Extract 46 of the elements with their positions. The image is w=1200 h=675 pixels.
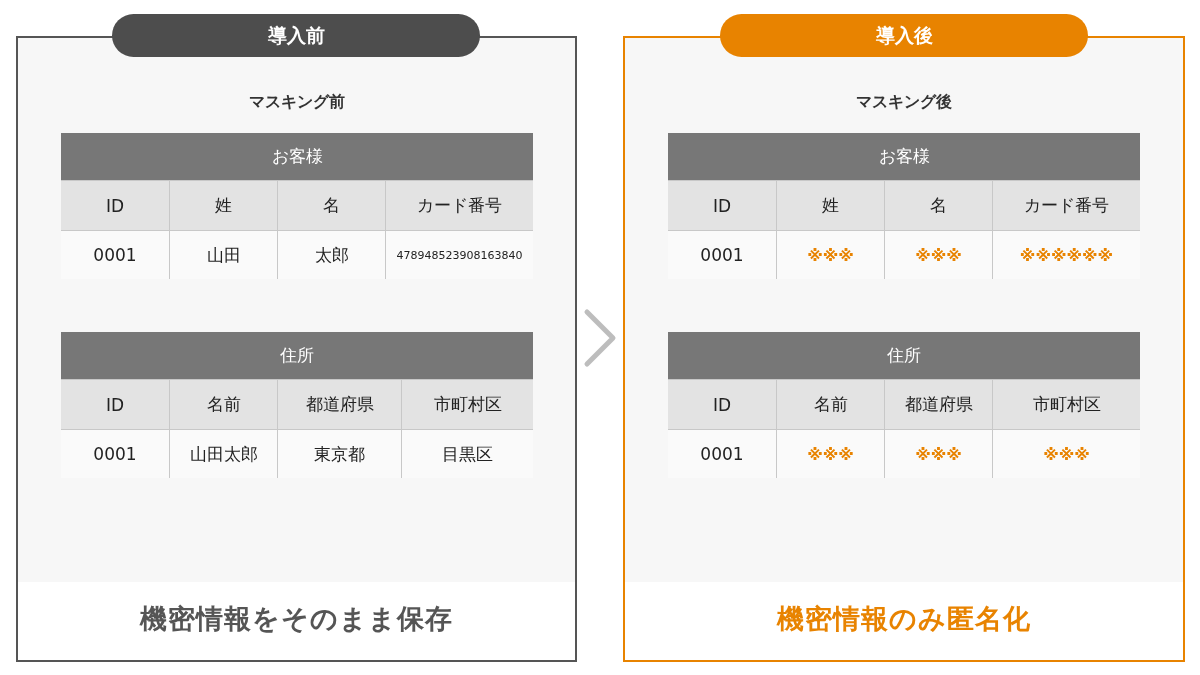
- phase-badge: 導入後: [720, 14, 1088, 57]
- table-cell: 0001: [61, 230, 169, 279]
- phase-badge: 導入前: [112, 14, 480, 57]
- table-cell: ※※※: [992, 429, 1140, 478]
- table-cell: 都道府県: [884, 379, 992, 429]
- table-cell: 0001: [61, 429, 169, 478]
- table-cell: カード番号: [385, 180, 533, 230]
- data-table: [61, 332, 533, 478]
- table-header: 住所: [61, 332, 533, 379]
- data-table: [668, 332, 1140, 478]
- table-cell: 都道府県: [277, 379, 401, 429]
- table-cell: 東京都: [277, 429, 401, 478]
- table-cell: ID: [61, 180, 169, 230]
- table-cell: ※※※: [884, 429, 992, 478]
- data-table: [61, 133, 533, 279]
- table-cell: 目黒区: [401, 429, 533, 478]
- data-table: [668, 133, 1140, 279]
- table-header: 住所: [668, 332, 1140, 379]
- table-cell: 0001: [668, 429, 776, 478]
- table-cell: ※※※: [776, 429, 884, 478]
- summary-text: 機密情報のみ匿名化: [777, 602, 1031, 636]
- table-cell: 市町村区: [401, 379, 533, 429]
- table-cell: 市町村区: [992, 379, 1140, 429]
- table-cell: 478948523908163840: [385, 230, 533, 279]
- table-cell: 山田: [169, 230, 277, 279]
- table-cell: 0001: [668, 230, 776, 279]
- table-header: お客様: [668, 133, 1140, 180]
- panel-subtitle: マスキング前: [248, 92, 345, 113]
- table-cell: ID: [61, 379, 169, 429]
- table-cell: ID: [668, 180, 776, 230]
- table-header: お客様: [61, 133, 533, 180]
- table-cell: 名: [884, 180, 992, 230]
- table-cell: カード番号: [992, 180, 1140, 230]
- table-cell: ※※※※※※: [992, 230, 1140, 279]
- table-cell: 名前: [169, 379, 277, 429]
- panel-subtitle: マスキング後: [856, 92, 952, 113]
- table-cell: 名: [277, 180, 385, 230]
- table-cell: ※※※: [884, 230, 992, 279]
- table-cell: 姓: [169, 180, 277, 230]
- table-cell: ※※※: [776, 230, 884, 279]
- table-cell: ID: [668, 379, 776, 429]
- table-cell: 山田太郎: [169, 429, 277, 478]
- table-cell: 姓: [776, 180, 884, 230]
- table-cell: 太郎: [277, 230, 385, 279]
- summary-text: 機密情報をそのまま保存: [140, 602, 453, 636]
- table-cell: 名前: [776, 379, 884, 429]
